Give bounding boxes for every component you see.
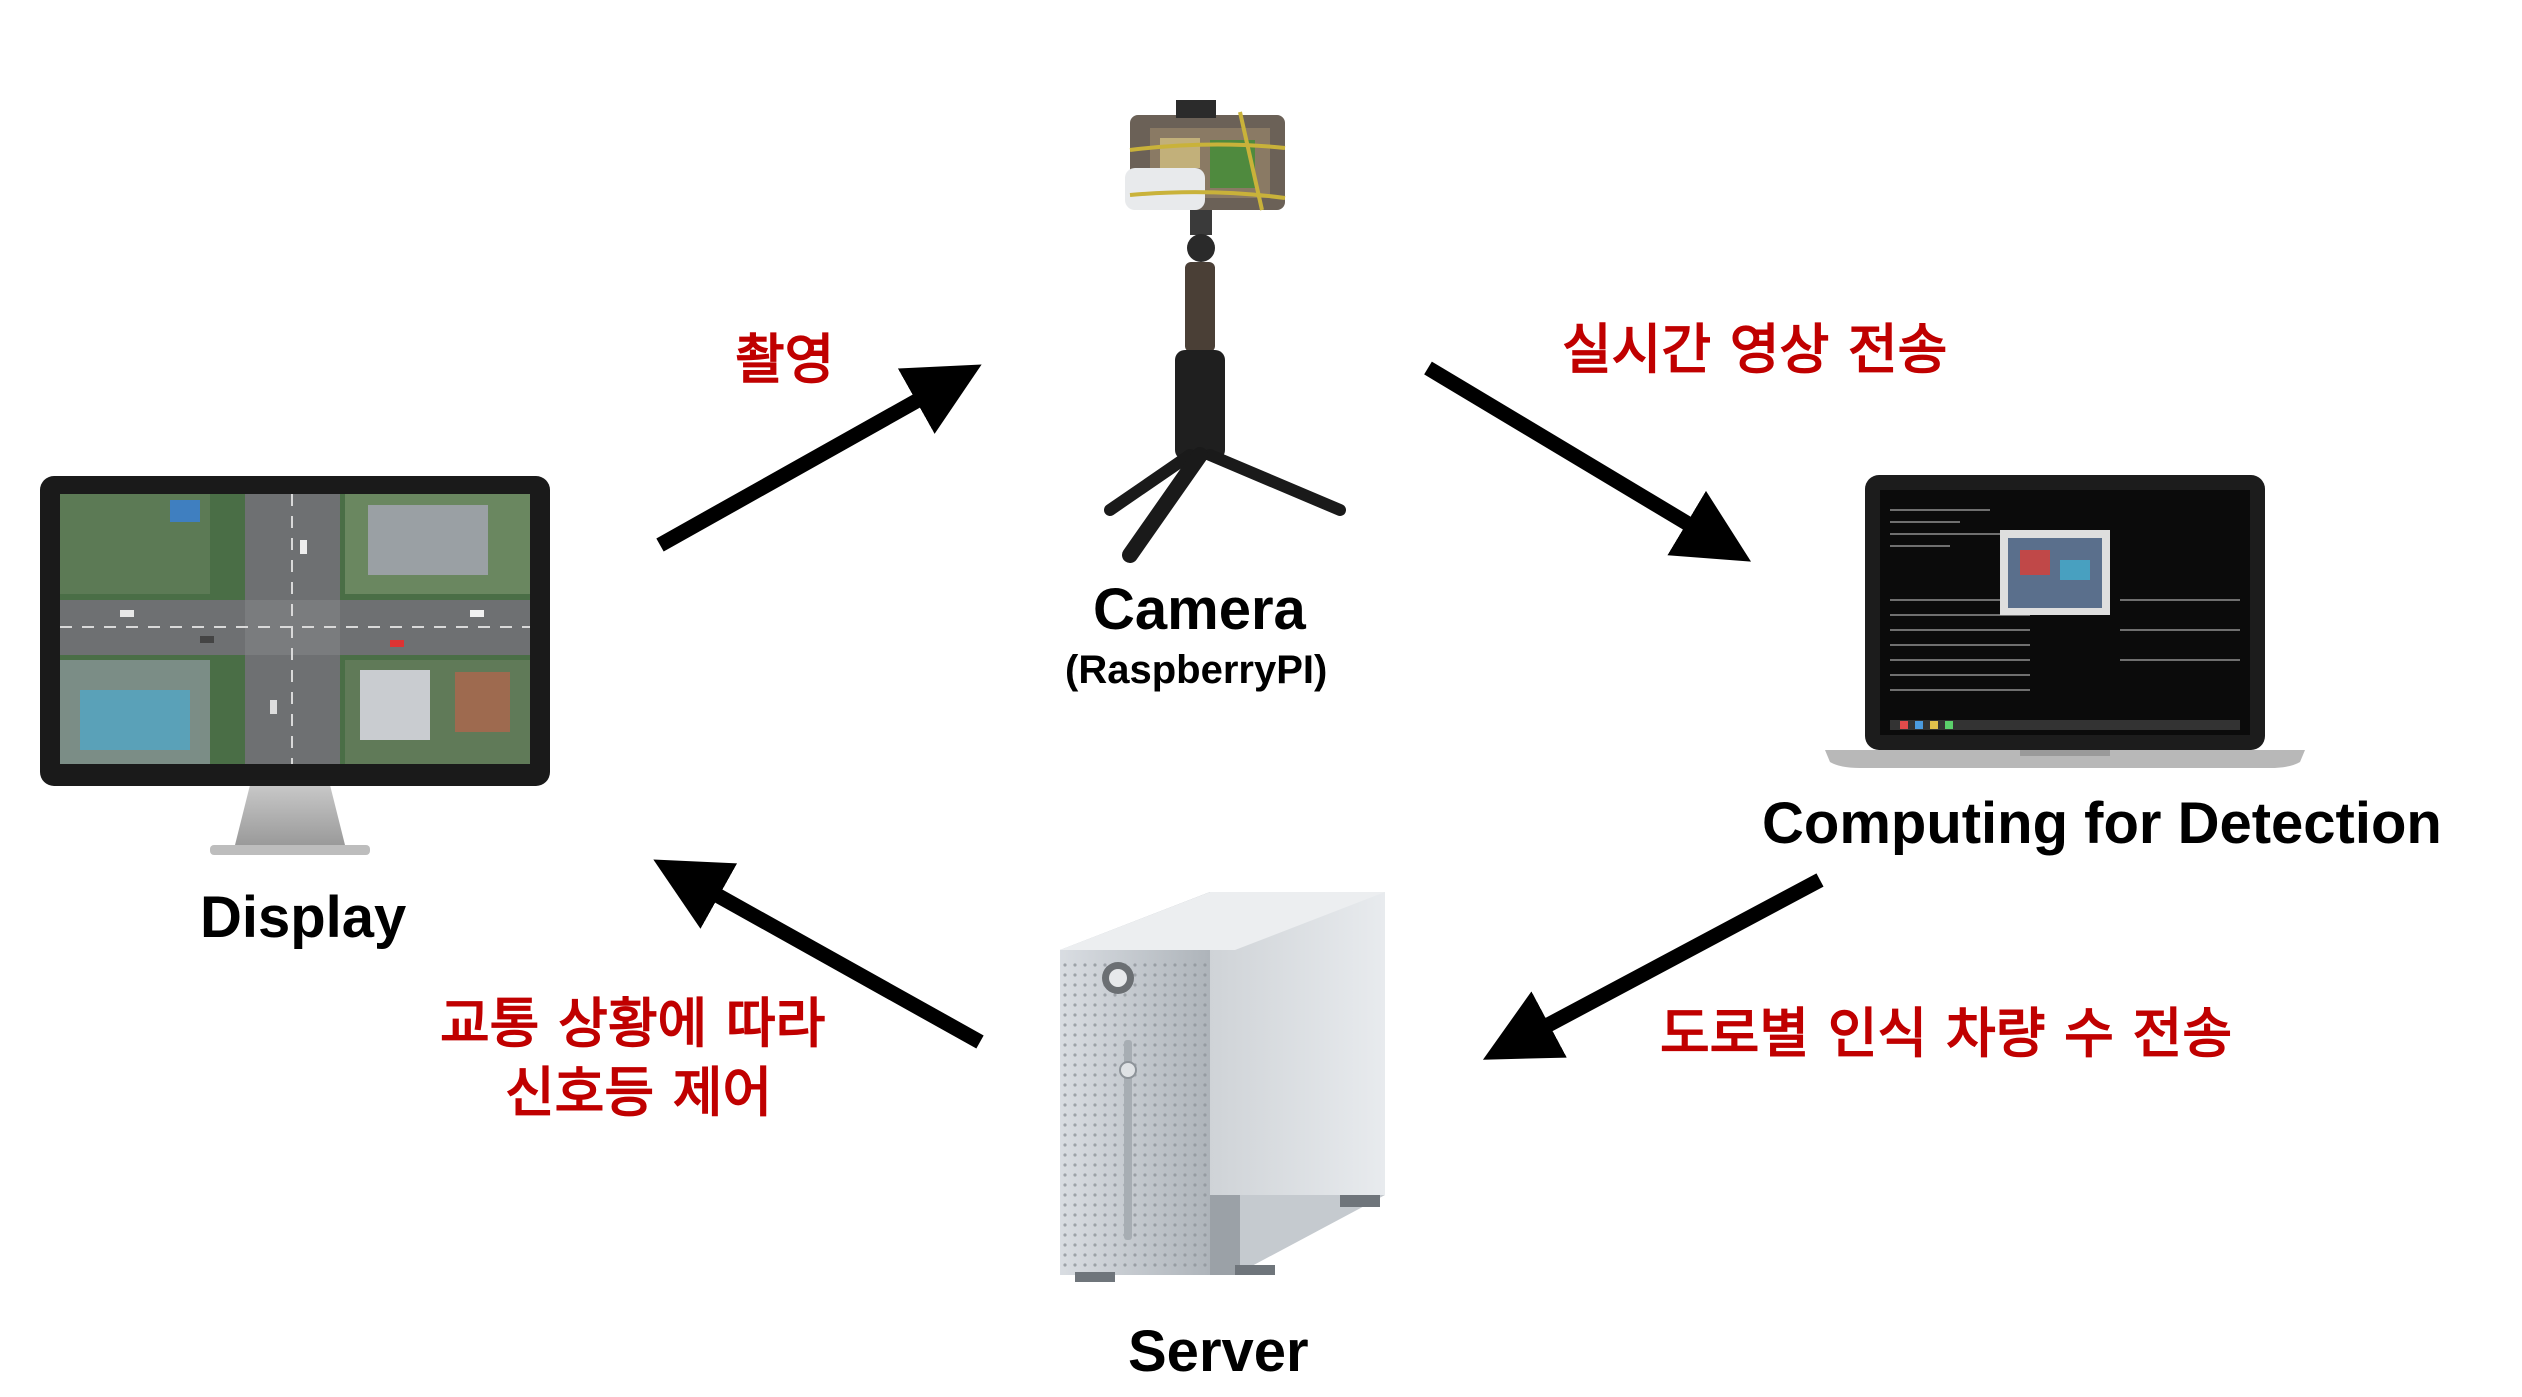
server-label: Server (1128, 1319, 1309, 1384)
arrow-camera-to-computing (1424, 361, 1752, 562)
edge-label-control-line2: 신호등 제어 (505, 1061, 773, 1124)
arrow-display-to-camera (656, 364, 982, 552)
arrow-computing-to-server (1482, 873, 1824, 1060)
arrow-server-to-display (653, 859, 984, 1049)
edge-label-count: 도로별 인식 차량 수 전송 (1660, 1002, 2232, 1065)
edge-label-control-line1: 교통 상황에 따라 (440, 992, 826, 1055)
edge-label-stream: 실시간 영상 전송 (1562, 318, 1948, 381)
display-label: Display (200, 885, 407, 950)
edge-label-capture: 촬영 (735, 328, 835, 391)
computing-label: Computing for Detection (1762, 791, 2442, 856)
camera-sublabel: (RaspberryPI) (1065, 648, 1328, 692)
camera-label: Camera (1093, 577, 1306, 642)
